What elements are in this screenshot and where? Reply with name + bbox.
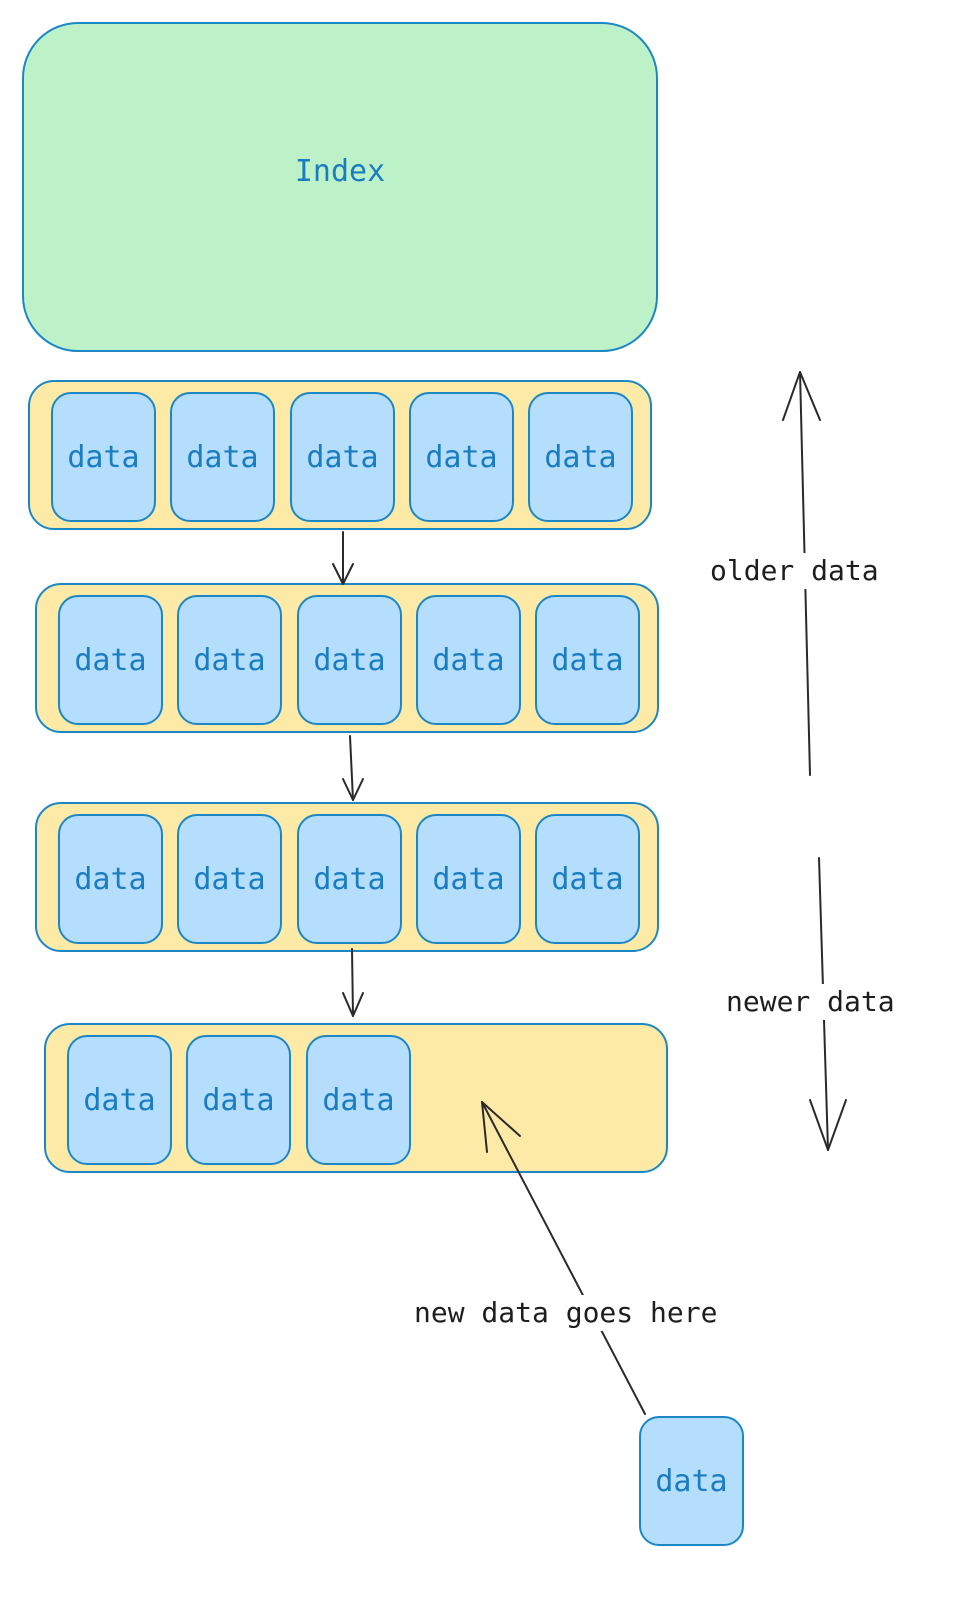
data-cell: data xyxy=(58,814,163,944)
data-block-3: data data data data data xyxy=(35,802,659,952)
data-cell: data xyxy=(67,1035,172,1165)
data-cell-label: data xyxy=(83,1082,156,1118)
data-cell-label: data xyxy=(67,439,140,475)
data-cell-label: data xyxy=(322,1082,395,1118)
data-cell: data xyxy=(186,1035,291,1165)
data-cell-label: data xyxy=(193,642,266,678)
insert-label: new data goes here xyxy=(414,1295,718,1331)
data-cell-label: data xyxy=(313,861,386,897)
data-cell-label: data xyxy=(313,642,386,678)
data-cell: data xyxy=(535,814,640,944)
index-box: Index xyxy=(22,22,658,352)
data-block-1: data data data data data xyxy=(28,380,652,530)
insert-arrow xyxy=(481,1101,646,1415)
data-cell: data xyxy=(170,392,275,522)
data-cell: data xyxy=(416,595,521,725)
data-cell: data xyxy=(297,595,402,725)
data-block-current: data data data xyxy=(44,1023,668,1173)
data-block-2: data data data data data xyxy=(35,583,659,733)
incoming-data-cell: data xyxy=(639,1416,744,1546)
data-cell: data xyxy=(416,814,521,944)
data-cell-label: data xyxy=(544,439,617,475)
chain-arrow-2 xyxy=(342,735,364,801)
data-cell-label: data xyxy=(202,1082,275,1118)
data-cell: data xyxy=(409,392,514,522)
data-cell: data xyxy=(51,392,156,522)
data-cell: data xyxy=(297,814,402,944)
data-cell-label: data xyxy=(306,439,379,475)
data-cell: data xyxy=(177,814,282,944)
data-cell-label: data xyxy=(551,642,624,678)
older-data-label: older data xyxy=(710,553,879,589)
data-cell: data xyxy=(290,392,395,522)
newer-data-label: newer data xyxy=(726,984,895,1020)
chain-arrow-1 xyxy=(332,531,354,585)
data-cell-label: data xyxy=(74,642,147,678)
data-cell: data xyxy=(535,595,640,725)
data-cell-label: data xyxy=(425,439,498,475)
incoming-data-label: data xyxy=(655,1463,728,1499)
data-cell-label: data xyxy=(186,439,259,475)
data-cell-label: data xyxy=(74,861,147,897)
data-cell-label: data xyxy=(193,861,266,897)
data-cell: data xyxy=(58,595,163,725)
data-cell-label: data xyxy=(432,861,505,897)
data-cell-label: data xyxy=(551,861,624,897)
chain-arrow-3 xyxy=(342,948,364,1017)
data-cell-label: data xyxy=(432,642,505,678)
data-cell: data xyxy=(177,595,282,725)
data-cell: data xyxy=(528,392,633,522)
index-label: Index xyxy=(294,153,386,189)
data-cell: data xyxy=(306,1035,411,1165)
